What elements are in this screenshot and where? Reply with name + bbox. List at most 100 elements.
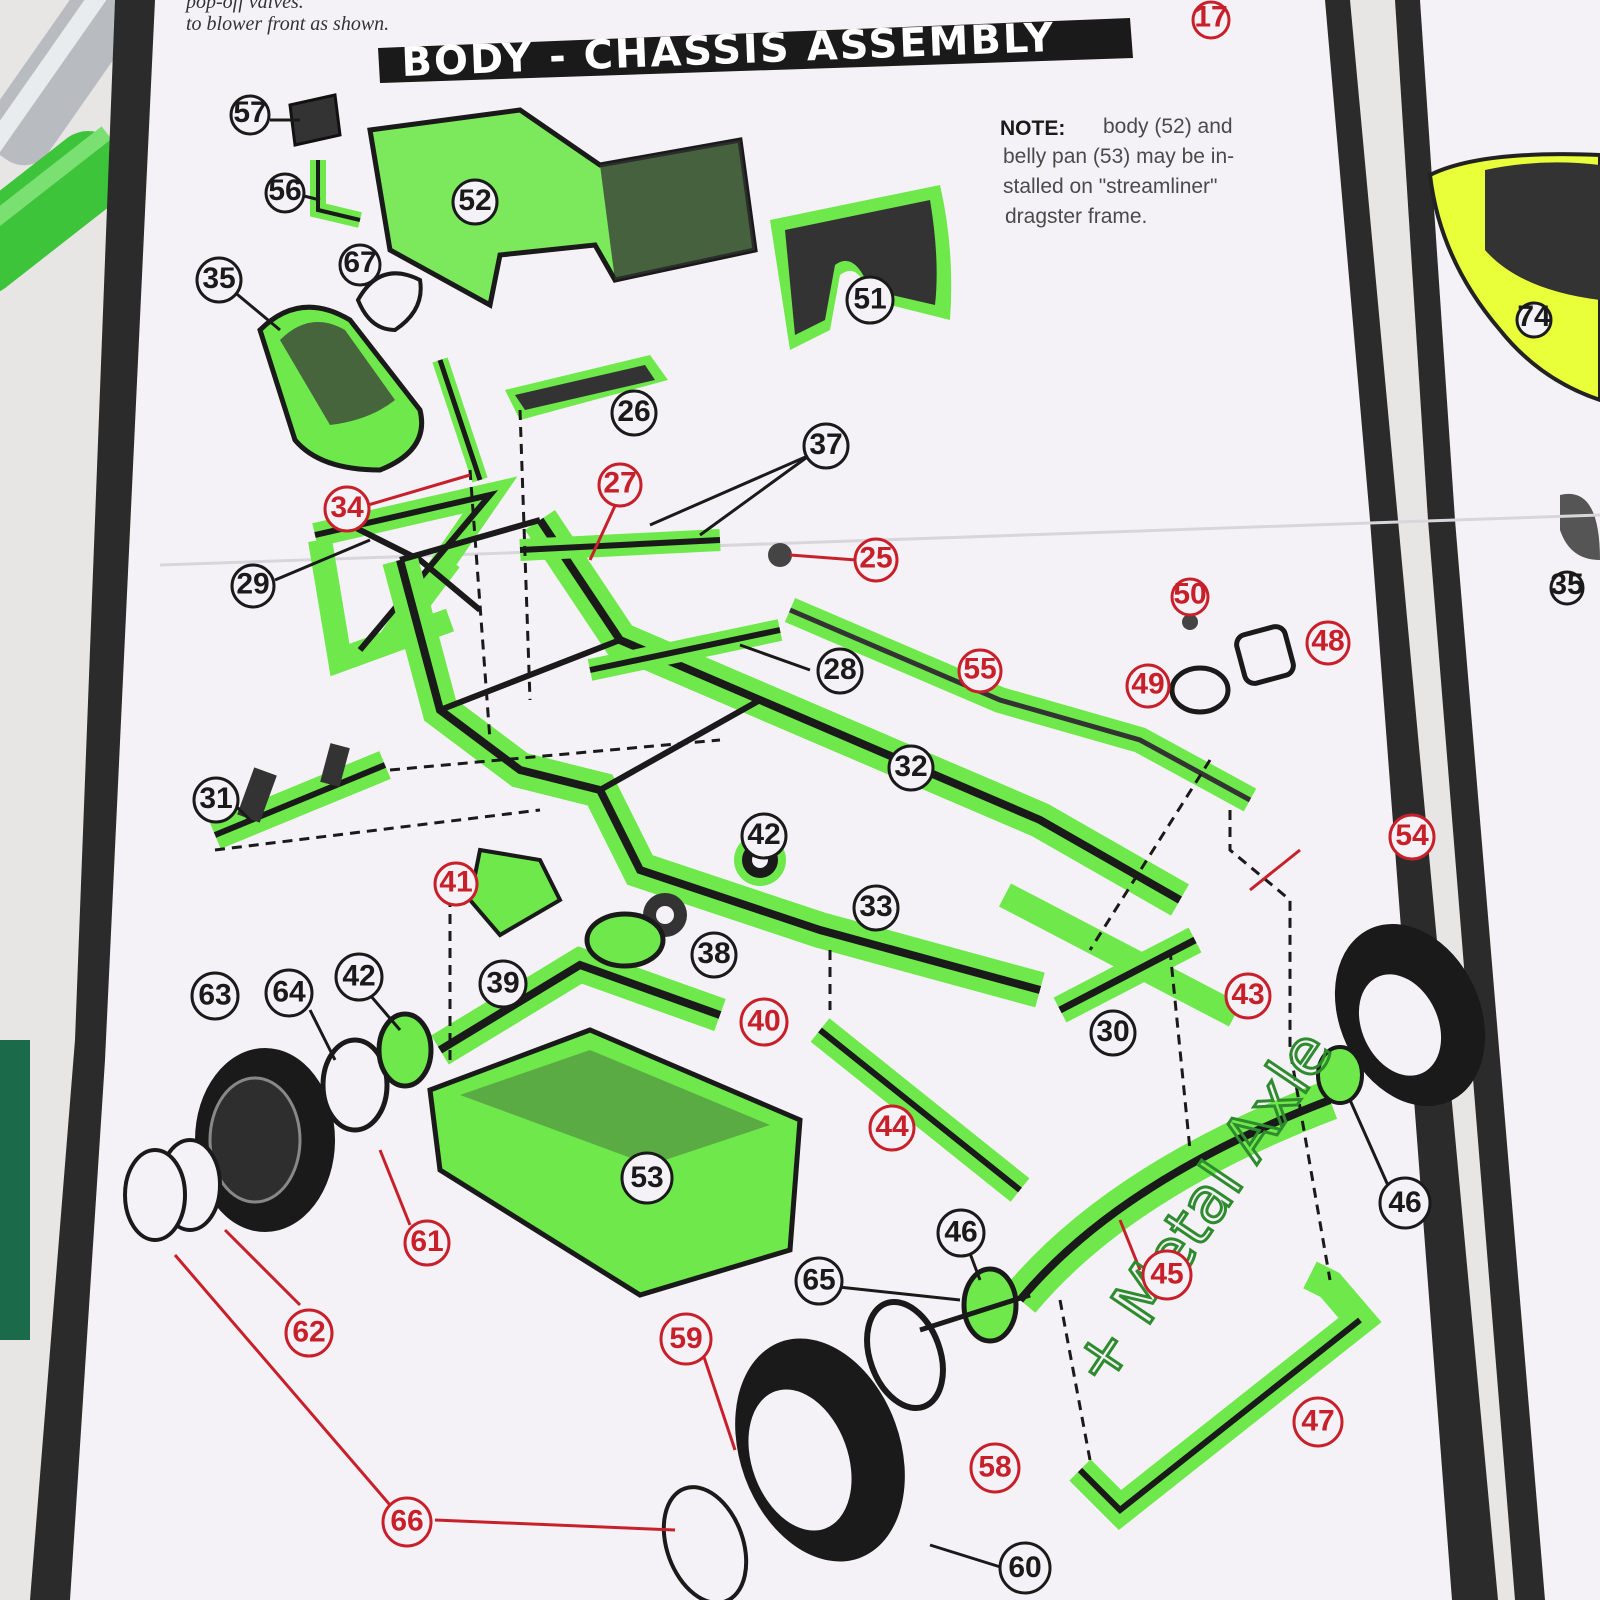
- part-label-circle: [794, 1256, 844, 1306]
- part-label-43: 43: [1224, 972, 1272, 1020]
- part-label-circle: [264, 968, 314, 1018]
- part-label-text: 49: [1131, 668, 1164, 701]
- part-label-text: 53: [630, 1161, 663, 1194]
- part-label-48: 48: [1305, 620, 1351, 666]
- part-label-text: 66: [390, 1505, 423, 1538]
- part-label-text: 56: [268, 174, 301, 207]
- note-line-1: body (52) and: [1103, 115, 1233, 138]
- bearing-42-b: [376, 1011, 434, 1089]
- part-label-circle: [816, 647, 864, 695]
- part-label-46: 46: [1378, 1176, 1432, 1230]
- part-label-text: 62: [292, 1315, 325, 1348]
- adjacent-page: [1420, 0, 1600, 1600]
- part-label-66: 66: [381, 1496, 433, 1548]
- part-label-text: 57: [233, 96, 266, 129]
- part-label-text: 48: [1311, 625, 1344, 658]
- bracket-57: [288, 93, 342, 147]
- part-label-60: 60: [998, 1541, 1052, 1595]
- part-label-34: 34: [323, 485, 371, 533]
- rear-axle-39-40: [431, 911, 726, 1065]
- part-label-circle: [802, 422, 850, 470]
- part-label-text: 28: [823, 653, 856, 686]
- part-label-32: 32: [887, 744, 935, 792]
- part-label-51: 51: [845, 275, 895, 325]
- part-label-text: 51: [853, 282, 886, 315]
- part-label-text: 32: [894, 750, 927, 783]
- part-label-37: 37: [802, 422, 850, 470]
- part-label-63: 63: [190, 971, 240, 1021]
- part-label-44: 44: [868, 1104, 916, 1152]
- leader-lines: [173, 473, 1301, 1532]
- part-label-circle: [1125, 663, 1171, 709]
- part-label-circle: [192, 776, 240, 824]
- part-label-42: 42: [740, 812, 788, 860]
- part-label-circle: [1378, 1176, 1432, 1230]
- part-label-65: 65: [794, 1256, 844, 1306]
- part-label-25: 25: [853, 537, 899, 583]
- part-label-circle: [853, 537, 899, 583]
- part-label-text: 29: [236, 568, 269, 601]
- part-label-text: 34: [330, 491, 364, 524]
- body-52: [367, 107, 758, 309]
- part-label-circle: [1388, 813, 1436, 861]
- part-label-circle: [1170, 577, 1210, 617]
- top-text-1: pop-off valves.: [184, 0, 304, 13]
- part-label-text: 65: [802, 1263, 835, 1296]
- cylinder-48: [1234, 624, 1296, 686]
- green-edge: [0, 1040, 30, 1340]
- part-label-35: 35: [195, 256, 243, 304]
- note-line-3: stalled on "streamliner": [1003, 175, 1218, 198]
- dashed-guides: [214, 409, 1332, 1461]
- part-label-circle: [852, 884, 900, 932]
- part-label-text: 54: [1395, 819, 1429, 852]
- part-label-28: 28: [816, 647, 864, 695]
- part-label-text: 74: [1517, 300, 1551, 333]
- part-label-74: 74: [1515, 300, 1553, 339]
- part-label-49: 49: [1125, 663, 1171, 709]
- hub-46-right: [1316, 1045, 1364, 1105]
- part-label-text: 35: [202, 262, 235, 295]
- note-label: NOTE:: [1000, 117, 1065, 140]
- part-label-circle: [230, 563, 276, 609]
- part-label-text: 55: [963, 653, 996, 686]
- part-label-58: 58: [969, 1442, 1021, 1494]
- part-label-38: 38: [690, 931, 738, 979]
- tie-bar-47: [1069, 1261, 1382, 1531]
- front-axle-45: [1004, 1081, 1338, 1313]
- part-label-text: 45: [1150, 1258, 1183, 1291]
- cap-25: [768, 543, 792, 567]
- front-tire-right: [1334, 923, 1486, 1107]
- part-label-text: 31: [199, 782, 232, 815]
- part-label-circle: [957, 648, 1003, 694]
- pedals-31: [209, 743, 391, 849]
- part-label-circle: [323, 485, 371, 533]
- wheel-64: [320, 1037, 390, 1133]
- part-label-circle: [433, 861, 479, 907]
- part-label-text: 41: [439, 866, 472, 899]
- rear-tire-63: [195, 1048, 335, 1232]
- part-label-30: 30: [1089, 1009, 1137, 1057]
- part-label-circle: [381, 1496, 433, 1548]
- part-label-29: 29: [230, 563, 276, 609]
- part-label-circle: [1305, 620, 1351, 666]
- belly-pan-53: [427, 1027, 803, 1298]
- note-line-2: belly pan (53) may be in-: [1003, 145, 1234, 168]
- pipe-55: [789, 607, 1252, 803]
- rod: [437, 359, 483, 481]
- hub-46-65: [919, 1266, 1031, 1344]
- seat-35: [257, 304, 425, 473]
- part-label-text: 61: [410, 1225, 443, 1258]
- part-label-54: 54: [1388, 813, 1436, 861]
- part-label-text: 26: [617, 395, 650, 428]
- part-label-45: 45: [1141, 1249, 1193, 1301]
- part-label-text: 39: [486, 966, 519, 999]
- part-label-64: 64: [264, 968, 314, 1018]
- part-label-47: 47: [1292, 1396, 1344, 1448]
- note-line-4: dragster frame.: [1005, 205, 1147, 228]
- firewall-51: [770, 185, 952, 350]
- part-label-circle: [620, 1151, 674, 1205]
- part-label-40: 40: [739, 997, 789, 1047]
- part-label-circle: [334, 952, 384, 1002]
- part-label-50: 50: [1170, 577, 1210, 617]
